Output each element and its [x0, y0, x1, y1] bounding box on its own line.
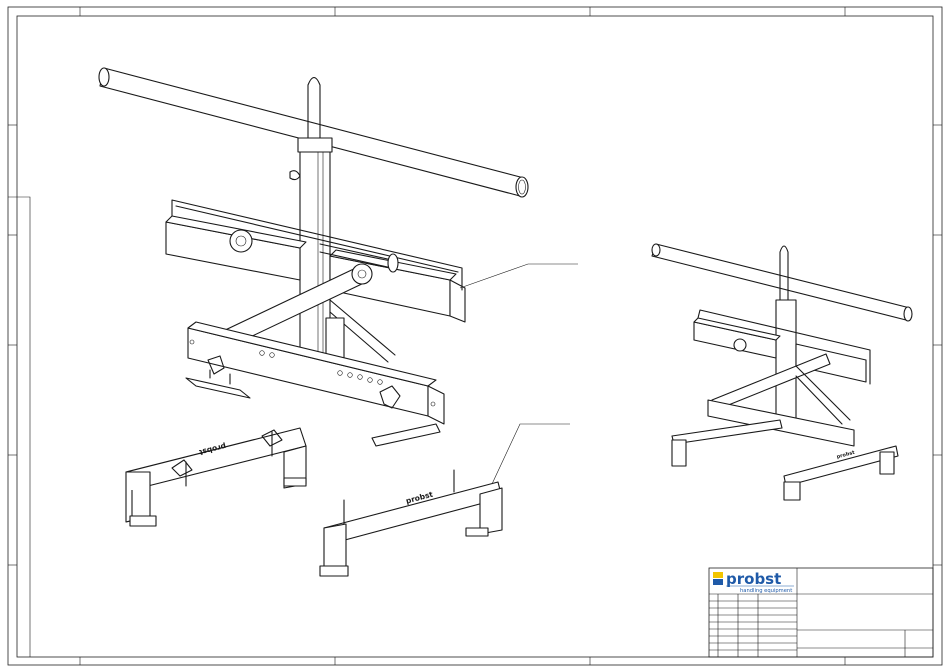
leader-line: [460, 264, 578, 288]
foot-bracket: [372, 424, 440, 446]
brand-tagline: handling equipment: [740, 588, 792, 594]
brand-name: probst: [726, 570, 781, 588]
title-block: probst handling equipment: [709, 568, 933, 657]
probst-logo: probst handling equipment: [713, 570, 794, 594]
small-assembly-view: probst: [652, 244, 912, 500]
main-assembly-view: [99, 68, 578, 446]
logo-blue-block: [713, 579, 723, 585]
logo-yellow-block: [713, 572, 723, 578]
left-rail-part: probst: [126, 428, 306, 526]
leader-line: [492, 424, 570, 484]
drawing-frame: [8, 7, 942, 665]
right-rail-part: probst: [320, 424, 570, 576]
foot-bracket: [186, 378, 250, 398]
